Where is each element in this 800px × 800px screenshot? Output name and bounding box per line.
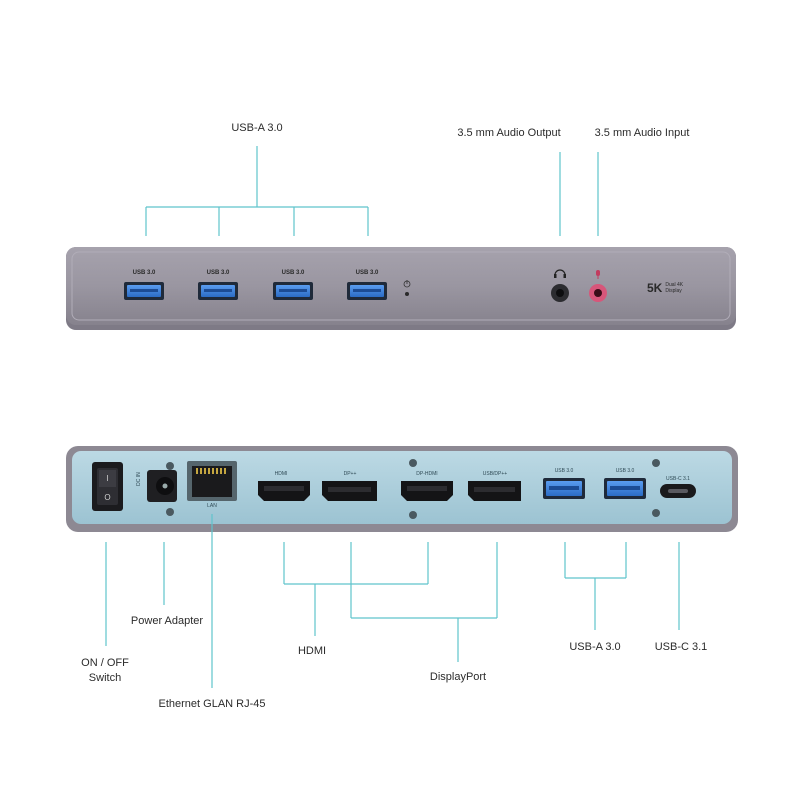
- dc-in-port: [147, 470, 177, 502]
- headphone-icon: [554, 269, 566, 278]
- svg-text:O: O: [104, 493, 110, 502]
- brand-line-1: Dual 4K: [665, 282, 684, 288]
- caption-usb-2: USB 3.0: [615, 468, 635, 474]
- callout-front-usb-a: USB-A 3.0: [231, 122, 283, 134]
- front-panel: [66, 247, 736, 330]
- front-usb-caption-3: USB 3.0: [281, 270, 305, 276]
- back-callout-lines: [105, 514, 680, 688]
- callout-ethernet: Ethernet GLAN RJ-45: [158, 698, 266, 710]
- brand-line-2: Display: [665, 288, 682, 294]
- microphone-icon: [596, 270, 600, 279]
- caption-usb-c: USB-C 3.1: [666, 476, 690, 482]
- front-callout-lines: [145, 146, 599, 236]
- caption-dp-2: USB/DP++: [482, 471, 508, 477]
- caption-dc-in: DC IN: [136, 472, 142, 486]
- back-panel: I O: [66, 446, 738, 532]
- front-usb-port-3: [273, 282, 313, 300]
- brand-5k: 5K: [647, 281, 663, 295]
- brand-subtext: Dual 4K Display: [665, 282, 683, 294]
- power-led-icon: [403, 280, 411, 296]
- audio-input-jack: [589, 284, 607, 302]
- callout-audio-input: 3.5 mm Audio Input: [594, 127, 690, 139]
- callout-on-off: ON / OFF: [81, 657, 129, 669]
- svg-text:I: I: [106, 474, 108, 483]
- back-usb-port-1: [543, 478, 585, 499]
- front-usb-caption-1: USB 3.0: [132, 270, 156, 276]
- front-usb-caption-2: USB 3.0: [206, 270, 230, 276]
- front-usb-port-1: [124, 282, 164, 300]
- caption-hdmi-2: DP-HDMI: [416, 471, 438, 477]
- front-usb-port-2: [198, 282, 238, 300]
- brand-mark: 5K Dual 4K Display: [647, 281, 683, 295]
- usb-c-port: [660, 484, 696, 498]
- audio-output-jack: [551, 284, 569, 302]
- hdmi-port-1: [258, 481, 310, 501]
- callout-hdmi: HDMI: [297, 645, 327, 657]
- back-usb-port-2: [604, 478, 646, 499]
- callout-back-usb-a: USB-A 3.0: [569, 641, 621, 653]
- caption-lan: LAN: [207, 503, 217, 509]
- hdmi-port-2: [401, 481, 453, 501]
- callout-switch: Switch: [88, 672, 122, 684]
- caption-hdmi-1: HDMI: [274, 471, 288, 477]
- callout-displayport: DisplayPort: [429, 671, 487, 683]
- front-usb-caption-4: USB 3.0: [355, 270, 379, 276]
- callout-power-adapter: Power Adapter: [130, 615, 204, 627]
- power-switch: I O: [92, 462, 123, 511]
- displayport-port-1: [322, 481, 377, 501]
- displayport-port-2: [468, 481, 521, 501]
- callout-usb-c: USB-C 3.1: [654, 641, 708, 653]
- callout-audio-output: 3.5 mm Audio Output: [457, 127, 561, 139]
- front-usb-port-4: [347, 282, 387, 300]
- caption-usb-1: USB 3.0: [554, 468, 574, 474]
- ethernet-port: [187, 461, 237, 501]
- caption-dp-1: DP++: [343, 471, 357, 477]
